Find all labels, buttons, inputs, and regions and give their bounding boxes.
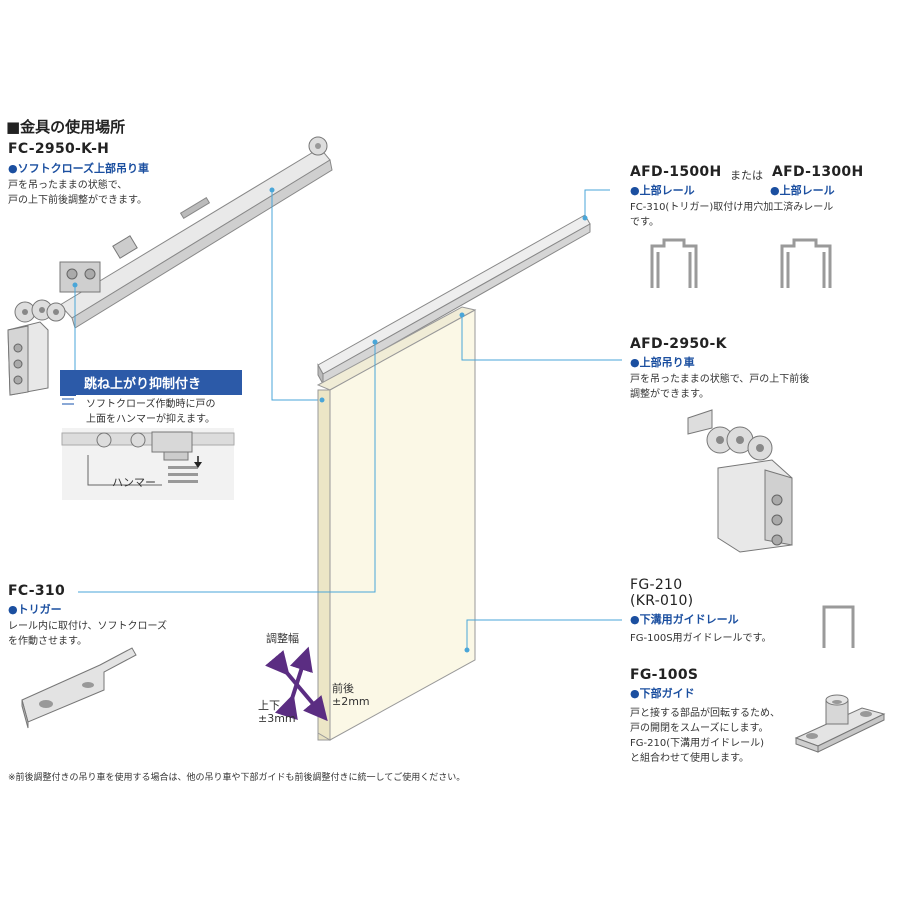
fc310-trigger-illustration xyxy=(21,647,137,729)
updown-value: ±3mm xyxy=(258,712,296,725)
leader-fc2950 xyxy=(271,190,322,401)
afd1500h-profile-icon xyxy=(650,238,698,288)
fg210-desc: FG-100S用ガイドレールです。 xyxy=(630,633,772,644)
fc310-subtitle: ●トリガー xyxy=(8,603,62,616)
frontback-label: 前後 xyxy=(332,682,354,695)
fg100s-guide-illustration xyxy=(794,694,886,753)
afd2950k-code: AFD-2950-K xyxy=(630,336,727,352)
fg210-code-alt: (KR-010) xyxy=(630,593,694,609)
frontback-value: ±2mm xyxy=(332,695,370,708)
upper-rail-illustration xyxy=(317,214,591,386)
or-label: または xyxy=(730,169,763,182)
door-panel xyxy=(316,306,477,741)
adjust-width-label: 調整幅 xyxy=(266,632,299,645)
afd1300h-subtitle: ●上部レール xyxy=(770,184,835,197)
section-title: ■金具の使用場所 xyxy=(6,118,126,136)
fc2950-hanger-illustration xyxy=(7,136,333,396)
fc310-code: FC-310 xyxy=(8,583,65,599)
afd1300h-code: AFD-1300H xyxy=(772,164,864,180)
fc310-desc: レール内に取付け、ソフトクローズ を作動させます。 xyxy=(8,621,167,647)
fg100s-desc: 戸と接する部品が回転するため、 戸の開閉をスムーズにします。 FG-210(下溝… xyxy=(630,708,780,764)
afd1300h-profile-icon xyxy=(780,238,832,288)
footnote: ※前後調整付きの吊り車を使用する場合は、他の吊り車や下部ガイドも前後調整付きに統… xyxy=(8,773,466,783)
fg100s-code: FG-100S xyxy=(630,667,699,683)
badge-desc: ソフトクローズ作動時に戸の 上面をハンマーが抑えます。 xyxy=(86,399,216,425)
fc2950-code: FC-2950-K-H xyxy=(8,141,110,157)
hammer-label: ハンマー xyxy=(112,476,156,489)
afd1500h-subtitle: ●上部レール xyxy=(630,184,695,197)
fg100s-subtitle: ●下部ガイド xyxy=(630,687,695,700)
fg210-profile-icon xyxy=(822,605,855,648)
badge-detail-illustration xyxy=(60,370,235,500)
fg210-code: FG-210 xyxy=(630,577,683,593)
afd2950k-subtitle: ●上部吊り車 xyxy=(630,356,695,369)
afd1500h-code: AFD-1500H xyxy=(630,164,722,180)
updown-label: 上下 xyxy=(258,699,280,712)
fc2950-subtitle: ●ソフトクローズ上部吊り車 xyxy=(8,162,150,175)
suppression-badge: 跳ね上がり抑制付き xyxy=(62,370,242,395)
fc2950-desc: 戸を吊ったままの状態で、 戸の上下前後調整ができます。 xyxy=(8,180,147,206)
fg210-subtitle: ●下溝用ガイドレール xyxy=(630,613,739,626)
adjust-arrows-icon xyxy=(265,646,328,722)
afd2950k-hanger-illustration xyxy=(687,409,793,553)
afd2950k-desc: 戸を吊ったままの状態で、戸の上下前後 調整ができます。 xyxy=(630,374,810,400)
afd1500h-desc: FC-310(トリガー)取付け用穴加工済みレール です。 xyxy=(630,202,834,228)
